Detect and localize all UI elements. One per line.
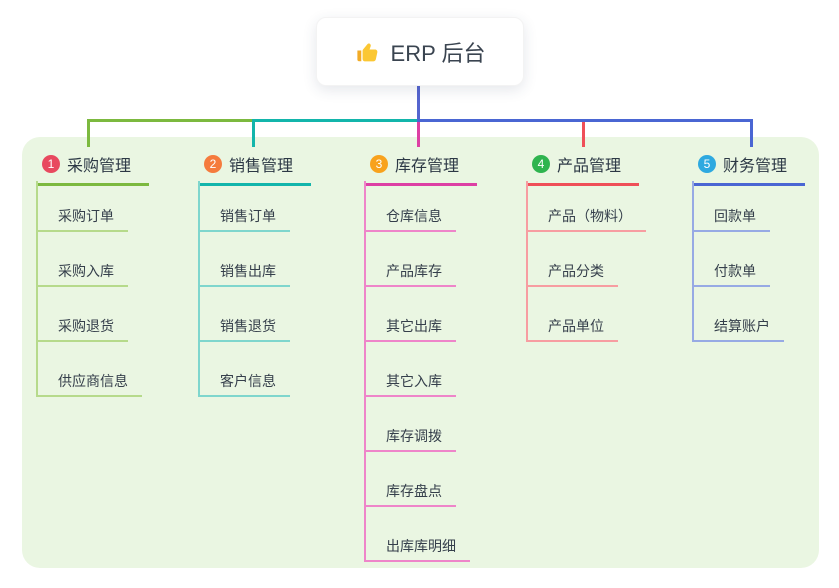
branch-connector-line (692, 181, 694, 342)
branch-connector-line (526, 181, 528, 342)
child-topic[interactable]: 采购退货 (36, 316, 128, 342)
child-topic[interactable]: 产品单位 (526, 316, 618, 342)
child-topic[interactable]: 仓库信息 (364, 206, 456, 232)
root-topic-label: ERP 后台 (390, 40, 486, 66)
branch-topic[interactable]: 5 财务管理 (692, 149, 806, 186)
branch-number-badge: 2 (204, 155, 222, 173)
connector-line (252, 119, 255, 147)
child-topic[interactable]: 采购订单 (36, 206, 128, 232)
branch-number-badge: 5 (698, 155, 716, 173)
root-topic[interactable]: ERP 后台 (316, 17, 524, 86)
child-topic[interactable]: 库存调拨 (364, 426, 456, 452)
child-topic[interactable]: 出库库明细 (364, 536, 470, 562)
child-topic[interactable]: 付款单 (692, 261, 770, 287)
root-connector-line (417, 84, 420, 119)
connector-line (582, 122, 585, 147)
child-topic[interactable]: 产品（物料） (526, 206, 646, 232)
child-topic[interactable]: 销售退货 (198, 316, 290, 342)
branch-number-badge: 4 (532, 155, 550, 173)
connector-line (252, 119, 418, 122)
branch-topic-label: 销售管理 (229, 158, 294, 175)
child-topic[interactable]: 库存盘点 (364, 481, 456, 507)
branch-topic[interactable]: 1 采购管理 (36, 149, 150, 186)
branch-number-badge: 3 (370, 155, 388, 173)
branch-topic-label: 产品管理 (557, 158, 622, 175)
branch-topic[interactable]: 3 库存管理 (364, 149, 478, 186)
branch-connector-line (36, 181, 38, 397)
branch: 4 产品管理 产品（物料） 产品分类 产品单位 (526, 149, 646, 342)
child-topic[interactable]: 其它出库 (364, 316, 456, 342)
branch-topic-label: 库存管理 (395, 158, 460, 175)
branch-topic-label: 财务管理 (723, 158, 788, 175)
thumbs-up-icon (355, 39, 381, 65)
child-topic[interactable]: 采购入库 (36, 261, 128, 287)
branch: 3 库存管理 仓库信息 产品库存 其它出库 其它入库 库存调拨 库存盘点 出库库… (364, 149, 478, 562)
child-topic[interactable]: 销售出库 (198, 261, 290, 287)
child-topic[interactable]: 结算账户 (692, 316, 784, 342)
branch-topic-label: 采购管理 (67, 158, 132, 175)
branch-number-badge: 1 (42, 155, 60, 173)
branch-topic[interactable]: 4 产品管理 (526, 149, 640, 186)
connector-line (87, 119, 253, 122)
branch-topic[interactable]: 2 销售管理 (198, 149, 312, 186)
branch: 5 财务管理 回款单 付款单 结算账户 (692, 149, 806, 342)
child-topic[interactable]: 产品库存 (364, 261, 456, 287)
branch-connector-line (198, 181, 200, 397)
connector-line (750, 119, 753, 147)
child-topic[interactable]: 客户信息 (198, 371, 290, 397)
connector-line (87, 119, 90, 147)
child-topic[interactable]: 回款单 (692, 206, 770, 232)
connector-line (417, 119, 753, 122)
branch: 1 采购管理 采购订单 采购入库 采购退货 供应商信息 (36, 149, 150, 397)
branch-connector-line (364, 181, 366, 562)
branches-panel (22, 137, 819, 568)
child-topic[interactable]: 产品分类 (526, 261, 618, 287)
child-topic[interactable]: 供应商信息 (36, 371, 142, 397)
child-topic[interactable]: 其它入库 (364, 371, 456, 397)
branch: 2 销售管理 销售订单 销售出库 销售退货 客户信息 (198, 149, 312, 397)
connector-line (417, 122, 420, 147)
child-topic[interactable]: 销售订单 (198, 206, 290, 232)
